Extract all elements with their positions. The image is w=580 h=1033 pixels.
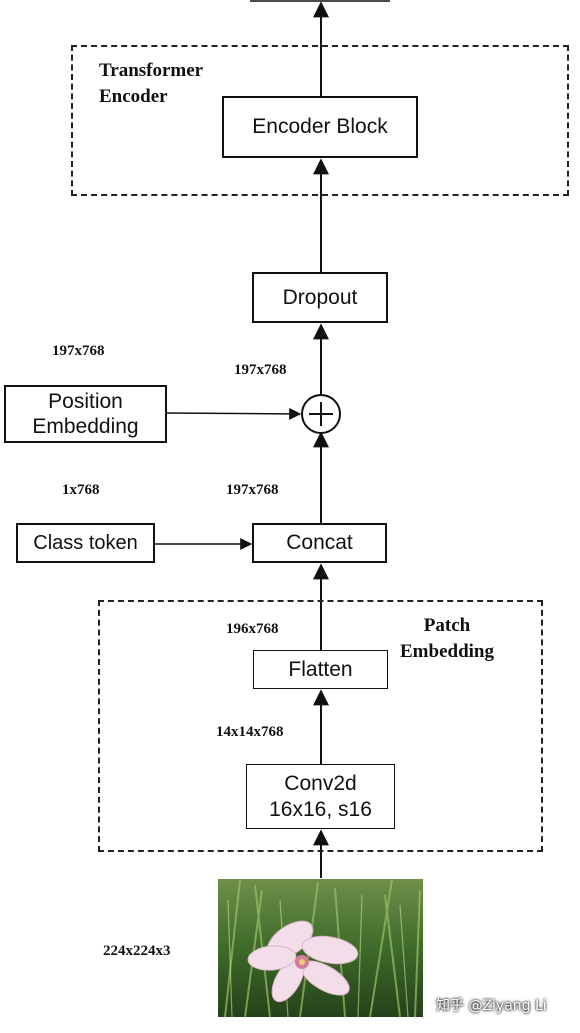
- dropout-block: Dropout: [252, 272, 388, 323]
- transformer-encoder-group: [71, 45, 569, 196]
- pos-embed-shape-label: 197x768: [52, 343, 105, 359]
- class-token-shape-label: 1x768: [62, 482, 100, 498]
- position-embedding-block: Position Embedding: [4, 385, 167, 443]
- conv2d-block: Conv2d 16x16, s16: [246, 764, 395, 829]
- conv-out-shape-label: 14x14x768: [216, 724, 284, 740]
- concat-out-shape-label: 197x768: [226, 482, 279, 498]
- arrow-position-to-add: [166, 407, 302, 420]
- input-shape-label: 224x224x3: [103, 943, 171, 959]
- concat-block: Concat: [252, 523, 387, 563]
- transformer-encoder-label: Transformer Encoder: [99, 60, 204, 107]
- patch-embedding-group: [98, 600, 543, 852]
- encoder-block: Encoder Block: [222, 96, 418, 158]
- patch-embedding-label: Patch Embedding: [400, 615, 494, 662]
- flatten-block: Flatten: [253, 650, 388, 689]
- zhihu-watermark: 知乎 @Ziyang Li: [436, 998, 547, 1014]
- after-add-shape-label: 197x768: [234, 362, 287, 378]
- flatten-out-shape-label: 196x768: [226, 621, 279, 637]
- class-token-block: Class token: [16, 523, 155, 563]
- input-flower-image: [218, 879, 423, 1018]
